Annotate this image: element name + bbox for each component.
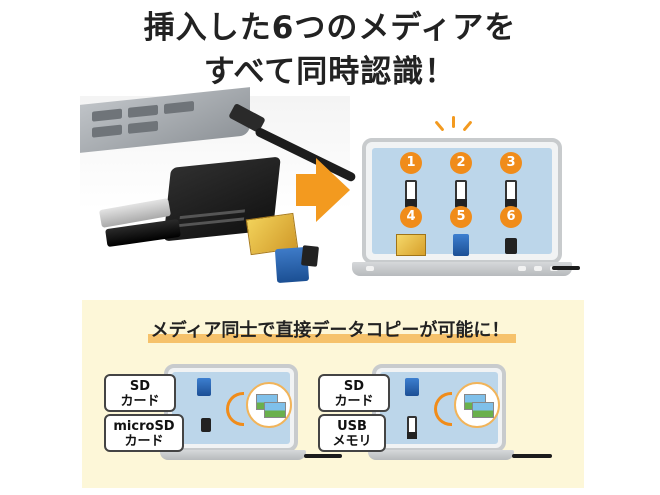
laptop-illustration: 1 2 3 4 5 6 (362, 138, 562, 264)
arrow-right-icon (316, 158, 350, 222)
label-sd-card-left: SD カード (104, 374, 176, 412)
label-line: カード (334, 394, 374, 409)
slot-6: 6 (494, 206, 528, 254)
slot-2: 2 (444, 152, 478, 208)
label-line: SD (129, 379, 151, 394)
port-dot (518, 266, 526, 271)
key-shape (164, 100, 194, 115)
laptop-base (352, 262, 572, 276)
headline: 挿入した6つのメディアを すべて同時認識！ (0, 6, 660, 94)
laptop-screen: 1 2 3 4 5 6 (372, 148, 552, 256)
mini-laptop-cord (512, 454, 552, 458)
slot-number-badge: 5 (450, 206, 472, 228)
key-shape (92, 124, 122, 138)
usb-icon (405, 180, 417, 208)
laptop-cord (552, 266, 580, 270)
mini-laptop-cord (304, 454, 342, 458)
key-shape (128, 120, 158, 134)
label-microsd-card: microSD カード (104, 414, 184, 452)
sd-card-icon (405, 378, 419, 396)
label-line: microSD (113, 419, 175, 434)
compactflash-icon (396, 234, 426, 256)
headline-line1: 挿入した6つのメディアを (143, 10, 517, 46)
usb-memory-icon (407, 416, 417, 439)
mini-laptop-base (160, 450, 306, 460)
usb-icon (505, 180, 517, 208)
key-shape (128, 104, 158, 118)
microsd-card-icon (505, 238, 517, 254)
panel-title: メディア同士で直接データコピーが可能に！ (150, 320, 510, 341)
label-line: メモリ (332, 434, 372, 449)
slot-4: 4 (394, 206, 428, 256)
slot-3: 3 (494, 152, 528, 208)
microsd-card-image (300, 245, 320, 267)
label-line: USB (337, 419, 367, 434)
sd-card-icon (453, 234, 469, 256)
slot-number-badge: 6 (500, 206, 522, 228)
slot-number-badge: 4 (400, 206, 422, 228)
sd-card-icon (197, 378, 211, 396)
label-line: カード (124, 434, 164, 449)
title-highlight (148, 334, 516, 343)
label-sd-card-right: SD カード (318, 374, 390, 412)
label-line: SD (343, 379, 365, 394)
photo-files-icon (246, 382, 292, 428)
photo-files-icon (454, 382, 500, 428)
slot-5: 5 (444, 206, 478, 256)
microsd-card-icon (201, 418, 211, 432)
slot-number-badge: 1 (400, 152, 422, 174)
slot-number-badge: 2 (450, 152, 472, 174)
reader-slot (178, 217, 245, 228)
arrow-right-body (296, 174, 318, 206)
port-dot (366, 266, 374, 271)
port-dot (534, 266, 542, 271)
slot-number-badge: 3 (500, 152, 522, 174)
key-shape (92, 108, 122, 122)
slot-1: 1 (394, 152, 428, 208)
label-line: カード (120, 394, 160, 409)
recognition-sparks-icon (434, 116, 474, 134)
label-usb-memory: USB メモリ (318, 414, 386, 452)
mini-laptop-base (368, 450, 514, 460)
usb-icon (455, 180, 467, 208)
laptop-corner-image (80, 87, 250, 153)
headline-line2: すべて同時認識！ (203, 54, 457, 90)
